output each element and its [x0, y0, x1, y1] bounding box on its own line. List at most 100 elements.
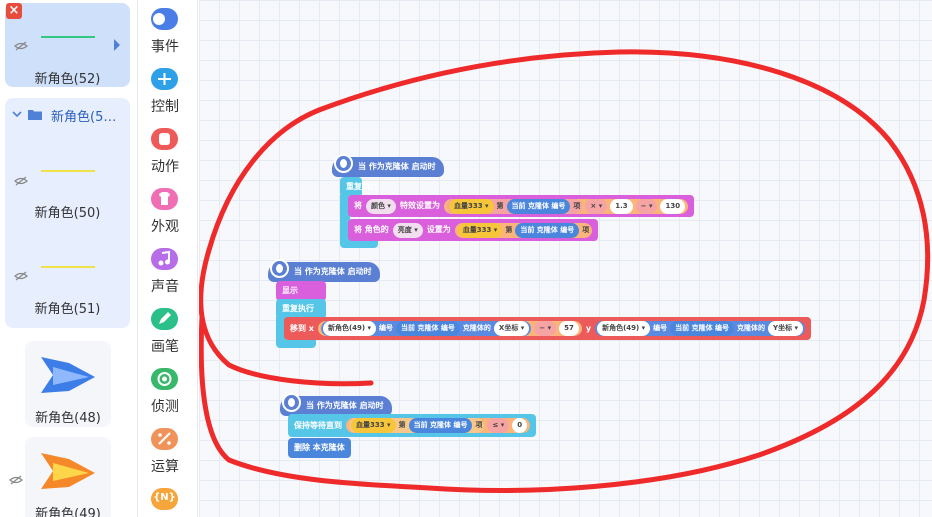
- visibility-off-icon[interactable]: [14, 271, 28, 281]
- sprite-dropdown[interactable]: 新角色(49) ▾: [597, 321, 651, 336]
- expand-arrow-icon[interactable]: [114, 39, 120, 51]
- control-icon: [151, 68, 178, 90]
- sprite-card[interactable]: 新角色(48): [25, 341, 111, 427]
- chevron-down-icon[interactable]: [12, 110, 22, 118]
- operator-dropdown[interactable]: − ▾: [534, 321, 557, 336]
- category-variables[interactable]: {N}: [138, 482, 198, 517]
- operators-icon: [151, 428, 178, 450]
- dropdown-value: 血量333: [356, 421, 385, 429]
- sprite-name: 新角色(48): [35, 411, 101, 426]
- number-input[interactable]: 1.3: [610, 198, 633, 214]
- clone-start-hat-block[interactable]: 当 作为克隆体 启动时: [280, 393, 392, 416]
- sprite-folder[interactable]: 新角色(5… 新角色(50) 新角色(51): [5, 98, 130, 328]
- math-reporter[interactable]: 新角色(49) ▾ 编号 当前 克隆体 编号 克隆体的 X坐标 ▾ − ▾ 57: [317, 321, 582, 336]
- pen-icon: [151, 308, 178, 330]
- clone-id-reporter[interactable]: 当前 克隆体 编号: [396, 321, 460, 336]
- block-text: 克隆体的: [737, 324, 766, 332]
- sprite-thumbnail: [41, 357, 95, 393]
- clone-id-reporter[interactable]: 当前 克隆体 编号: [515, 222, 580, 238]
- list-dropdown[interactable]: 血量333 ▾: [457, 222, 503, 238]
- sprite-name: 新角色(50): [34, 206, 101, 221]
- number-input[interactable]: 0: [512, 418, 528, 433]
- wait-until-block[interactable]: 保持等待直到 血量333 ▾ 第 当前 克隆体 编号 项 ≤ ▾ 0: [288, 414, 537, 437]
- repeat-label: 重复执行: [282, 304, 314, 313]
- block-category-panel: 事件 控制 动作 外观 声音 画笔 侦测 运算 {N}: [138, 0, 198, 517]
- coord-dropdown[interactable]: Y坐标 ▾: [768, 321, 804, 336]
- sprite-card[interactable]: 新角色(49): [9, 437, 111, 517]
- clone-id-reporter[interactable]: 当前 克隆体 编号: [408, 418, 473, 433]
- delete-clone-block[interactable]: 删除 本克隆体: [288, 438, 351, 458]
- set-property-block[interactable]: 将 角色的 亮度 ▾ 设置为 血量333 ▾ 第 当前 克隆体 编号 项: [348, 219, 599, 241]
- clone-icon: [282, 393, 301, 412]
- number-input[interactable]: 57: [559, 321, 579, 336]
- sprite-dropdown[interactable]: 新角色(49) ▾: [322, 321, 377, 336]
- set-effect-block[interactable]: 将 颜色 ▾ 特效设置为 血量333 ▾ 第 当前 克隆体 编号 项 × ▾ 1…: [348, 195, 695, 217]
- sprite-attribute-reporter[interactable]: 新角色(49) ▾ 编号 当前 克隆体 编号 克隆体的 Y坐标 ▾: [595, 321, 806, 336]
- clone-id-reporter[interactable]: 当前 克隆体 编号: [506, 198, 571, 214]
- effect-dropdown[interactable]: 颜色 ▾: [366, 198, 396, 214]
- visibility-off-icon[interactable]: [14, 41, 28, 51]
- compare-reporter[interactable]: 血量333 ▾ 第 当前 克隆体 编号 项 ≤ ▾ 0: [346, 418, 531, 433]
- script-workspace[interactable]: 当 作为克隆体 启动时 重复执行 将 颜色 ▾ 特效设置为 血量333 ▾ 第 …: [199, 0, 932, 517]
- sprite-thumbnail: [41, 170, 95, 172]
- sprite-name: 新角色(52): [34, 72, 101, 87]
- coord-dropdown[interactable]: X坐标 ▾: [493, 321, 530, 336]
- number-input[interactable]: 130: [660, 198, 686, 214]
- property-dropdown[interactable]: 亮度 ▾: [392, 222, 423, 238]
- dropdown-value: X坐标: [498, 324, 519, 332]
- motion-icon: [151, 128, 178, 150]
- close-icon[interactable]: ×: [6, 3, 22, 19]
- block-text: 保持等待直到: [294, 420, 342, 430]
- math-reporter[interactable]: 血量333 ▾ 第 当前 克隆体 编号 项 × ▾ 1.3 − ▾ 130: [443, 198, 689, 214]
- block-text: 将: [354, 201, 362, 210]
- dropdown-value: 血量333: [453, 201, 483, 210]
- operator-dropdown[interactable]: − ▾: [635, 198, 658, 214]
- category-sound[interactable]: 声音: [138, 242, 198, 302]
- repeat-foot: [276, 340, 316, 348]
- dropdown-value: 颜色: [371, 201, 385, 210]
- clone-start-hat-block[interactable]: 当 作为克隆体 启动时: [332, 154, 444, 177]
- repeat-forever-label: 重复执行: [340, 177, 384, 197]
- list-item-reporter[interactable]: 血量333 ▾ 第 当前 克隆体 编号 项: [349, 418, 485, 433]
- sprite-card-selected[interactable]: 新角色(52): [5, 3, 130, 87]
- move-to-xy-block[interactable]: 移到 x 新角色(49) ▾ 编号 当前 克隆体 编号 克隆体的 X坐标 ▾ −…: [284, 317, 812, 340]
- sprite-name: 新角色(49): [35, 507, 101, 517]
- sprite-list-panel: 新角色(52) × 新角色(5… 新角色(50) 新角色(51) 新角色(48)…: [0, 0, 138, 517]
- list-dropdown[interactable]: 血量333 ▾: [448, 198, 494, 214]
- category-motion[interactable]: 动作: [138, 122, 198, 182]
- show-block[interactable]: 显示: [276, 281, 326, 301]
- hat-label: 当 作为克隆体 启动时: [358, 162, 436, 171]
- dropdown-value: 血量333: [462, 225, 492, 234]
- sprite-attribute-reporter[interactable]: 新角色(49) ▾ 编号 当前 克隆体 编号 克隆体的 X坐标 ▾: [320, 321, 532, 336]
- operator-dropdown[interactable]: × ▾: [585, 198, 608, 214]
- category-pen[interactable]: 画笔: [138, 302, 198, 362]
- block-text: 第: [496, 201, 504, 210]
- clone-id-reporter[interactable]: 当前 克隆体 编号: [670, 321, 735, 336]
- category-label: 外观: [151, 219, 179, 235]
- category-looks[interactable]: 外观: [138, 182, 198, 242]
- dropdown-value: −: [539, 324, 546, 332]
- list-item-reporter[interactable]: 血量333 ▾ 第 当前 克隆体 编号 项: [454, 222, 593, 238]
- visibility-off-icon[interactable]: [9, 475, 23, 485]
- category-sensing[interactable]: 侦测: [138, 362, 198, 422]
- clone-start-hat-block[interactable]: 当 作为克隆体 启动时: [268, 259, 380, 282]
- sprite-thumbnail: [41, 36, 95, 38]
- music-note-icon: [151, 248, 178, 270]
- sprite-name: 新角色(51): [34, 302, 101, 317]
- repeat-label: 重复执行: [346, 182, 378, 191]
- category-events[interactable]: 事件: [138, 2, 198, 62]
- variables-icon: {N}: [151, 488, 178, 510]
- folder-name: 新角色(5…: [51, 110, 117, 125]
- repeat-forever-block[interactable]: 重复执行: [276, 299, 326, 319]
- block-text: 编号: [379, 324, 394, 332]
- block-text: 编号: [653, 324, 668, 332]
- dropdown-value: ≤: [492, 421, 499, 429]
- block-text: 设置为: [426, 225, 451, 234]
- block-text: 移到 x: [290, 323, 314, 333]
- list-dropdown[interactable]: 血量333 ▾: [351, 418, 396, 433]
- category-control[interactable]: 控制: [138, 62, 198, 122]
- visibility-off-icon[interactable]: [14, 176, 28, 186]
- category-operators[interactable]: 运算: [138, 422, 198, 482]
- list-item-reporter[interactable]: 血量333 ▾ 第 当前 克隆体 编号 项: [446, 198, 583, 214]
- operator-dropdown[interactable]: ≤ ▾: [487, 418, 510, 433]
